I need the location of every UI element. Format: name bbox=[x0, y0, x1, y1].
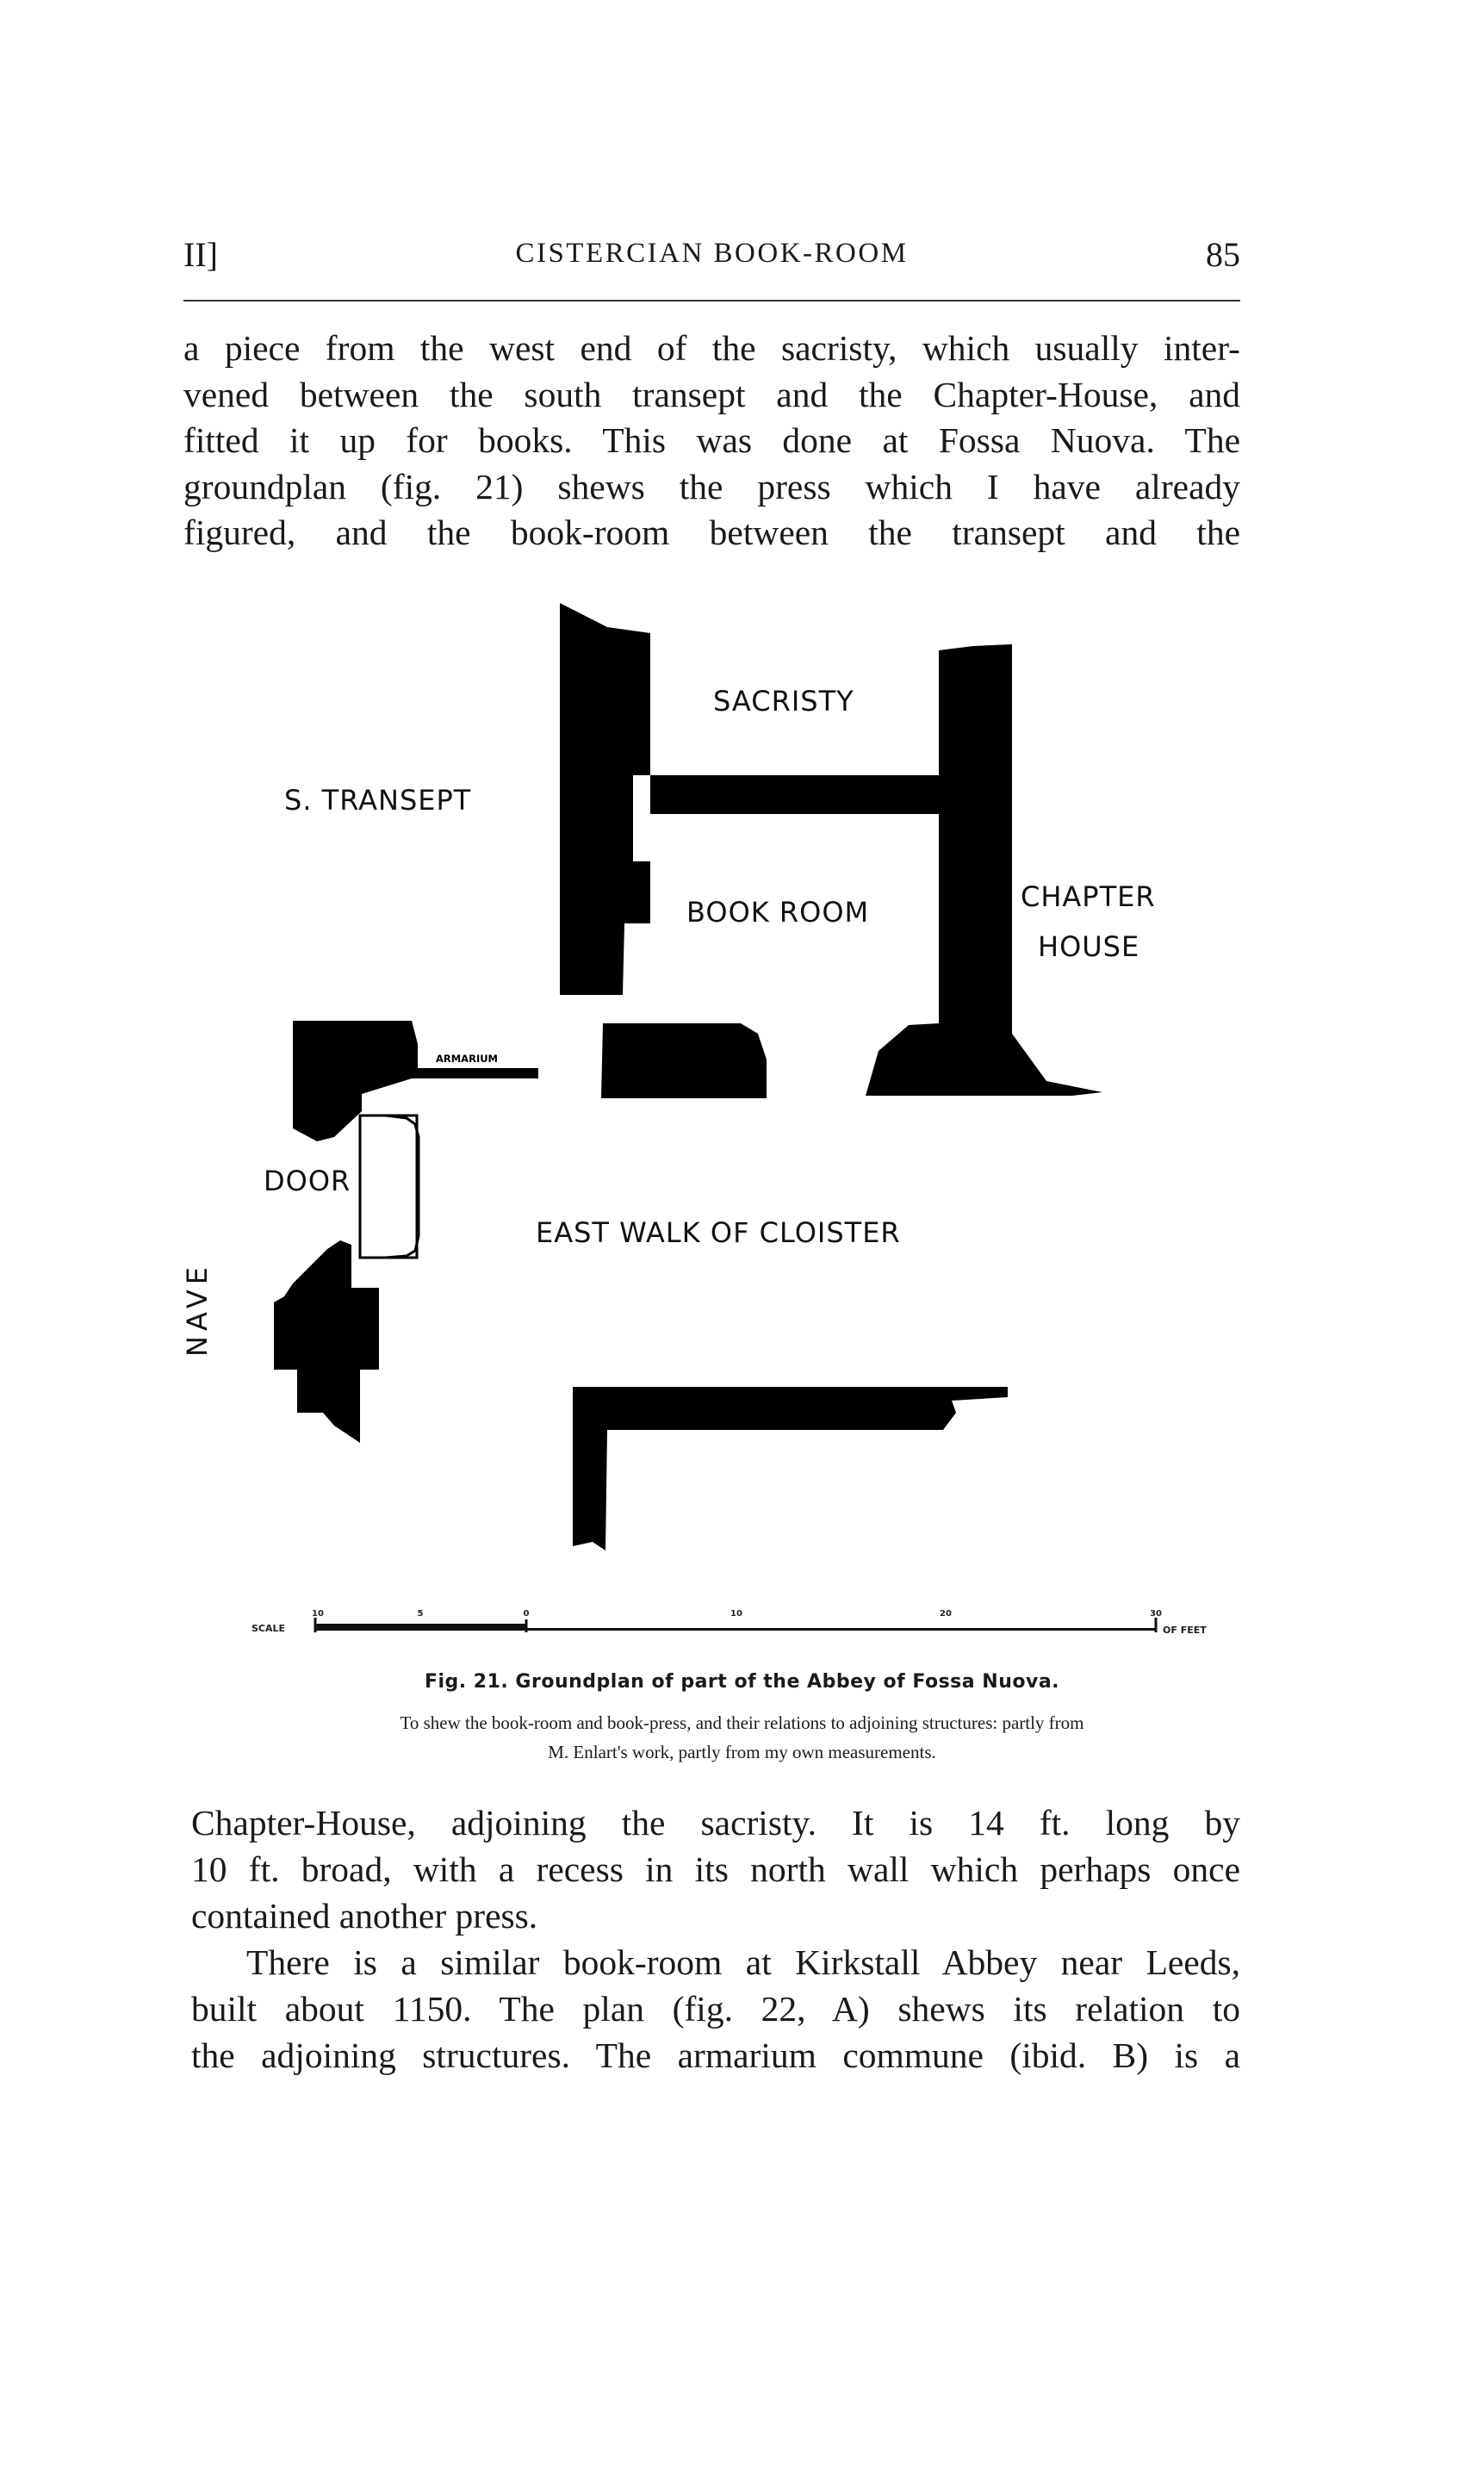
scale-units: OF FEET bbox=[1163, 1625, 1207, 1636]
cloister-corner-wall bbox=[573, 1387, 1008, 1551]
text-line: figured, and the book-room between the t… bbox=[183, 513, 1240, 552]
chapter-house-wall bbox=[866, 644, 1102, 1096]
scale-tick: 10 bbox=[730, 1609, 742, 1619]
figure-note: M. Enlart's work, partly from my own mea… bbox=[548, 1742, 936, 1762]
scale-word: SCALE bbox=[251, 1623, 285, 1634]
text-line: contained another press. bbox=[191, 1896, 538, 1936]
scale-tick: 0 bbox=[524, 1609, 530, 1619]
text-line: fitted it up for books. This was done at… bbox=[183, 420, 1240, 460]
book-room-south-wall bbox=[601, 1023, 767, 1098]
label-house: HOUSE bbox=[1038, 930, 1139, 963]
page-number: 85 bbox=[1206, 235, 1240, 274]
door-frame bbox=[358, 1114, 420, 1259]
sacristy-south-wall bbox=[650, 775, 939, 814]
armarium-label: ARMARIUM bbox=[436, 1053, 498, 1065]
scale-tick: 20 bbox=[940, 1609, 952, 1619]
text-line: vened between the south transept and the… bbox=[183, 374, 1240, 414]
scale-tick: 10 bbox=[312, 1609, 324, 1619]
label-chapter: CHAPTER bbox=[1021, 880, 1156, 913]
running-head: II] CISTERCIAN BOOK-ROOM 85 bbox=[183, 234, 1240, 286]
scale-tick: 5 bbox=[418, 1609, 424, 1619]
text-line: built about 1150. The plan (fig. 22, A) … bbox=[191, 1989, 1240, 2029]
label-door: DOOR bbox=[264, 1165, 351, 1197]
text-line: groundplan (fig. 21) shews the press whi… bbox=[183, 466, 1240, 506]
label-book-room: BOOK ROOM bbox=[686, 896, 869, 929]
figure-caption: Fig. 21. Groundplan of part of the Abbey… bbox=[424, 1671, 1060, 1693]
book-room-west-wall bbox=[560, 603, 650, 995]
paragraph-bottom: Chapter-House, adjoining the sacristy. I… bbox=[191, 1800, 1240, 2079]
chapter-number: II] bbox=[183, 235, 218, 274]
header-rule bbox=[183, 300, 1240, 301]
scale-tick: 30 bbox=[1150, 1609, 1162, 1619]
text-line: a piece from the west end of the sacrist… bbox=[183, 328, 1240, 368]
figure-note: To shew the book-room and book-press, an… bbox=[400, 1712, 1084, 1733]
label-s-transept: S. TRANSEPT bbox=[284, 784, 471, 817]
paragraph-top: a piece from the west end of the sacrist… bbox=[183, 326, 1240, 556]
text-line: Chapter-House, adjoining the sacristy. I… bbox=[191, 1803, 1240, 1843]
scale-bar: SCALE 10 5 0 10 20 30 OF FEET bbox=[251, 1609, 1207, 1636]
nave-pier bbox=[274, 1240, 379, 1443]
text-line: There is a similar book-room at Kirkstal… bbox=[246, 1942, 1240, 1982]
text-line: 10 ft. broad, with a recess in its north… bbox=[191, 1849, 1240, 1889]
label-nave: NAVE bbox=[181, 1262, 214, 1357]
label-east-walk: EAST WALK OF CLOISTER bbox=[536, 1216, 901, 1249]
text-line: the adjoining structures. The armarium c… bbox=[191, 2035, 1240, 2075]
armarium-press bbox=[418, 1044, 517, 1068]
label-sacristy: SACRISTY bbox=[713, 685, 854, 718]
running-title: CISTERCIAN BOOK-ROOM bbox=[515, 238, 909, 269]
